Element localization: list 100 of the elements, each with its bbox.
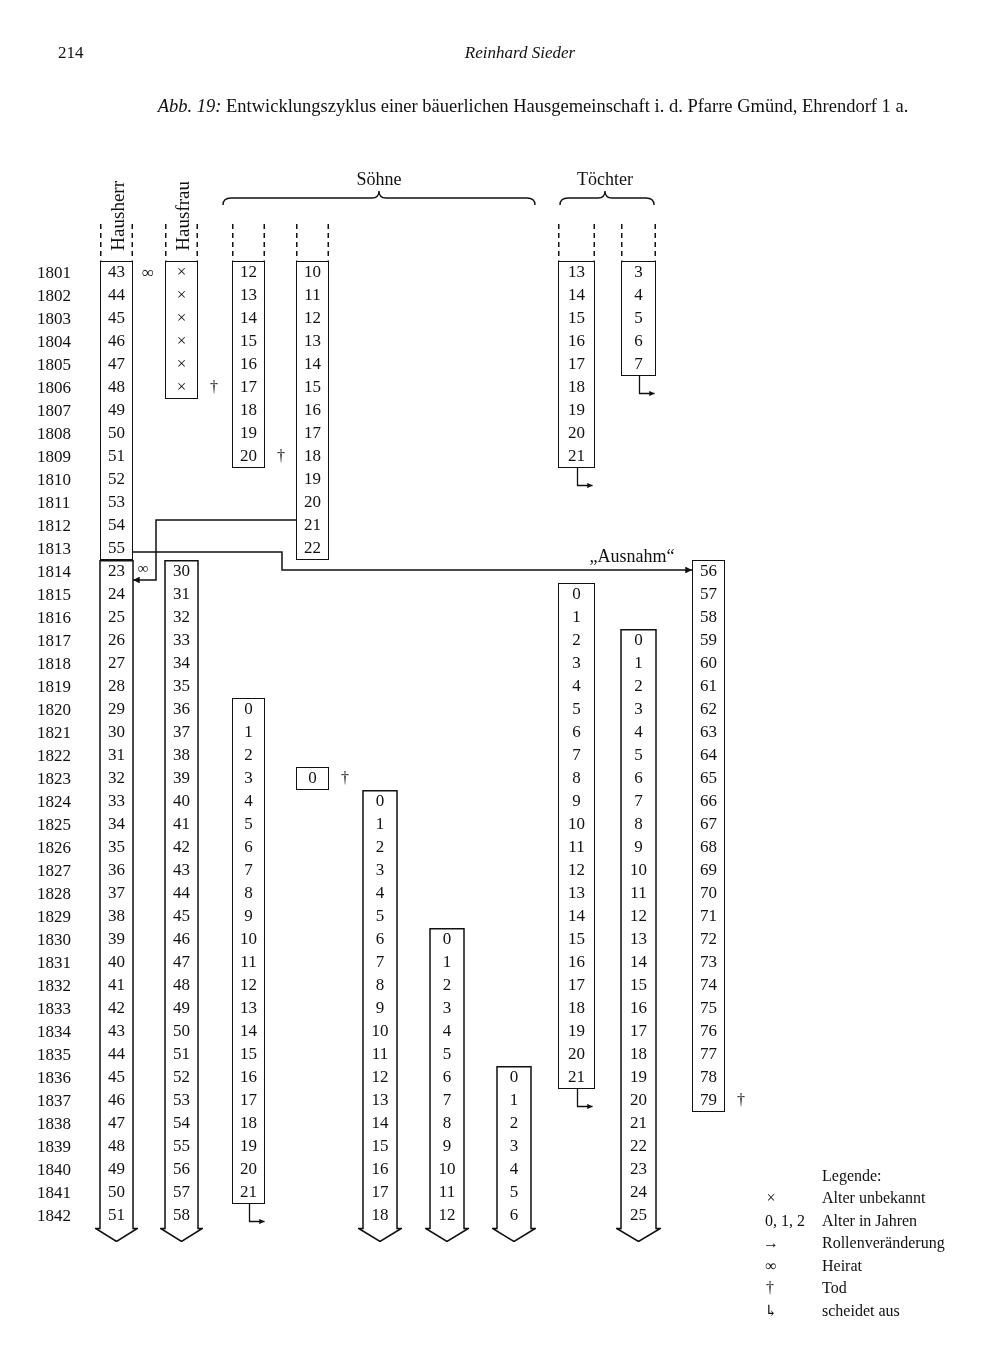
age-number: 0: [572, 584, 581, 603]
age-number: 18: [568, 998, 585, 1017]
age-number: 79: [700, 1090, 717, 1109]
age-number: 18: [304, 446, 321, 465]
year-label: 1803: [37, 309, 71, 327]
age-number: 25: [108, 608, 125, 626]
age-number: 41: [108, 976, 125, 994]
age-number: 6: [244, 837, 253, 856]
age-number: 12: [304, 308, 321, 327]
age-number: 58: [173, 1206, 190, 1224]
age-number: 61: [700, 676, 717, 695]
age-number: 2: [509, 1114, 519, 1132]
legend-symbol: →: [763, 1235, 779, 1252]
age-number: 4: [572, 676, 581, 695]
age-number: 12: [438, 1206, 456, 1224]
age-number: 11: [438, 1183, 456, 1201]
age-number: 55: [173, 1137, 190, 1155]
age-number: 36: [173, 700, 190, 718]
age-number: 4: [634, 723, 643, 741]
unknown-age-mark: ×: [176, 262, 187, 281]
lifespan-bar: [558, 582, 595, 1089]
age-number: 28: [108, 677, 125, 695]
year-label: 1805: [37, 355, 71, 373]
age-number: 8: [375, 976, 385, 994]
age-number: 77: [700, 1044, 717, 1063]
age-number: 49: [173, 999, 190, 1017]
age-number: 0: [244, 699, 253, 718]
year-label: 1839: [37, 1137, 71, 1155]
legend-text: scheidet aus: [822, 1303, 900, 1319]
age-number: 51: [173, 1045, 190, 1063]
age-number: 21: [630, 1114, 647, 1132]
age-number: 37: [108, 884, 125, 902]
year-label: 1811: [37, 493, 71, 511]
year-label: 1812: [37, 516, 71, 534]
age-number: 10: [371, 1022, 389, 1040]
lifespan-arrow-bar: [160, 559, 203, 1242]
age-number: 8: [572, 768, 581, 787]
figure-caption: Abb. 19: Entwicklungszyklus einer bäuerlichen Hausgemeinschaft i. d. Pfarre Gmünd, Ehrendorf 1 a.: [157, 96, 909, 116]
age-number: 46: [108, 1091, 125, 1109]
age-number: 52: [108, 469, 125, 488]
age-number: 58: [700, 607, 717, 626]
age-number: 2: [244, 745, 253, 764]
age-number: 19: [240, 1136, 257, 1155]
lifespan-bar: [692, 559, 725, 1112]
age-number: 43: [108, 262, 125, 281]
age-number: 46: [173, 930, 190, 948]
age-number: 20: [568, 423, 585, 442]
year-label: 1831: [37, 953, 71, 971]
year-label: 1809: [37, 447, 71, 465]
legend-text: Rollenveränderung: [822, 1235, 945, 1252]
year-label: 1832: [37, 976, 71, 994]
age-number: 22: [304, 538, 321, 557]
age-number: 3: [634, 262, 643, 281]
age-number: 49: [108, 400, 125, 419]
age-number: 19: [568, 1021, 585, 1040]
lifespan-arrow-bar: [616, 628, 661, 1242]
age-number: 18: [371, 1206, 389, 1224]
age-number: 3: [572, 653, 581, 672]
year-label: 1841: [37, 1183, 71, 1201]
age-number: 56: [700, 561, 717, 580]
age-number: 6: [375, 930, 385, 948]
age-number: 15: [371, 1137, 389, 1155]
age-number: 20: [568, 1044, 585, 1063]
age-number: 44: [173, 884, 190, 902]
age-number: 4: [375, 884, 385, 902]
year-label: 1826: [37, 838, 71, 856]
age-number: 41: [173, 815, 190, 833]
age-number: 56: [173, 1160, 190, 1178]
age-number: 17: [568, 354, 585, 373]
lifespan-bar: [621, 260, 656, 376]
age-number: 12: [371, 1068, 389, 1086]
age-number: 33: [108, 792, 125, 810]
age-number: 70: [700, 883, 717, 902]
age-number: 9: [634, 838, 643, 856]
age-number: 55: [108, 538, 125, 557]
age-number: 34: [108, 815, 125, 833]
age-number: 16: [568, 331, 585, 350]
lifespan-bar: [100, 260, 133, 560]
age-number: 12: [240, 975, 257, 994]
legend-symbol: ∞: [765, 1257, 777, 1274]
age-number: 78: [700, 1067, 717, 1086]
age-number: 14: [240, 308, 257, 327]
year-label: 1823: [37, 769, 71, 787]
age-number: 0: [634, 631, 643, 649]
age-number: 54: [108, 515, 125, 534]
death-mark: †: [210, 379, 218, 395]
lifespan-arrow-bar: [358, 789, 402, 1242]
age-number: 47: [108, 1114, 125, 1132]
age-number: 13: [568, 883, 585, 902]
lifespan-bar: [232, 260, 265, 468]
age-number: 1: [634, 654, 643, 672]
exit-arrow: [248, 1202, 266, 1225]
age-number: 3: [442, 999, 452, 1017]
exit-arrow: [576, 466, 594, 489]
age-number: 5: [244, 814, 253, 833]
age-number: 45: [108, 1068, 125, 1086]
age-number: 11: [304, 285, 321, 304]
age-number: 12: [568, 860, 585, 879]
year-label: 1813: [37, 539, 71, 557]
running-head: Reinhard Sieder: [464, 43, 576, 61]
